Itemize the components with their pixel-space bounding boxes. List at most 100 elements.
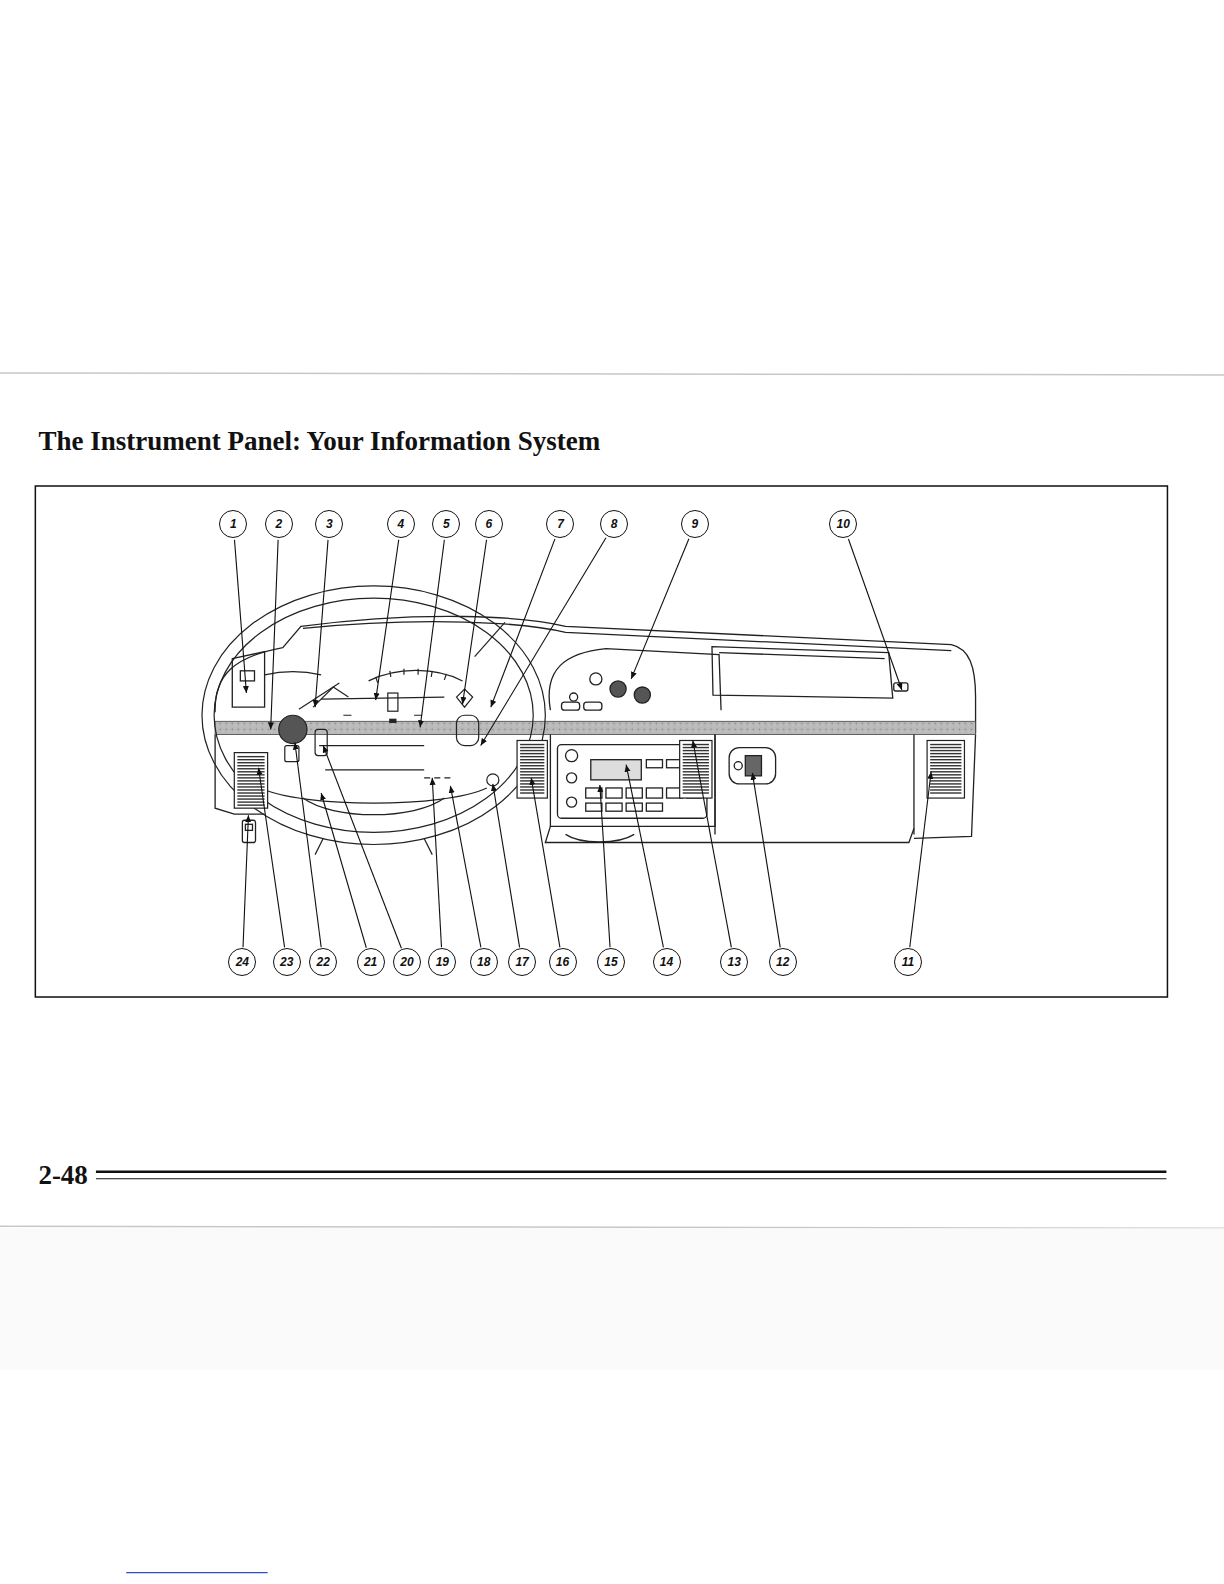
vent-slat: [520, 777, 544, 778]
vent-slat: [930, 780, 961, 781]
vent-slat: [237, 786, 264, 787]
callout-number: 12: [769, 948, 797, 976]
callout-number: 6: [475, 510, 503, 538]
rule-line: [96, 1170, 1166, 1173]
callout-number: 8: [600, 510, 628, 538]
callout-number: 19: [428, 948, 456, 976]
air-vent: [517, 740, 547, 798]
callout-number: 9: [681, 510, 709, 538]
vent-slat: [520, 768, 544, 769]
callout-text: 3: [326, 518, 333, 530]
leader-line: [600, 785, 610, 947]
vent-slat: [520, 762, 544, 763]
vent-slat: [930, 747, 961, 748]
callout-number: 23: [273, 948, 301, 976]
callout-number: 16: [549, 948, 577, 976]
leader-line: [234, 540, 246, 693]
callout-number: 18: [470, 948, 498, 976]
rule-line: [96, 1178, 1166, 1179]
callout-text: 13: [728, 956, 741, 968]
vent-slat: [930, 753, 961, 754]
vent-slat: [683, 771, 709, 772]
vent-slat: [683, 774, 709, 775]
callout-number: 11: [894, 948, 922, 976]
vent-slat: [930, 759, 961, 760]
vent-slat: [237, 771, 264, 772]
callout-number: 22: [309, 948, 337, 976]
callout-text: 12: [776, 956, 789, 968]
vent-slat: [930, 774, 961, 775]
callout-text: 8: [611, 518, 618, 530]
leader-line: [450, 786, 480, 947]
vent-slat: [237, 789, 264, 790]
leader-line: [420, 540, 444, 728]
vent-slat: [237, 765, 264, 766]
vent-slat: [520, 744, 544, 745]
vent-slat: [683, 792, 709, 793]
vent-slat: [237, 762, 264, 763]
leader-line: [848, 539, 901, 690]
callout-number: 10: [829, 510, 857, 538]
vent-slat: [683, 777, 709, 778]
callout-number: 15: [597, 948, 625, 976]
leader-line: [493, 784, 520, 947]
callout-number: 13: [720, 948, 748, 976]
vent-slat: [683, 789, 709, 790]
vent-slat: [520, 789, 544, 790]
callout-number: 20: [393, 948, 421, 976]
page-edge: [0, 1226, 1224, 1228]
vent-slat: [520, 771, 544, 772]
vent-slat: [520, 747, 544, 748]
air-vent: [234, 753, 267, 809]
air-vent: [927, 740, 964, 798]
vent-slat: [520, 774, 544, 775]
callout-number: 1: [219, 510, 247, 538]
vent-slat: [520, 792, 544, 793]
vent-slat: [930, 768, 961, 769]
page-title: The Instrument Panel: Your Information S…: [38, 426, 600, 457]
vent-slat: [930, 783, 961, 784]
callout-text: 23: [280, 956, 293, 968]
leader-line: [432, 778, 441, 947]
callout-text: 17: [515, 956, 528, 968]
callout-text: 4: [398, 518, 405, 530]
page-number: 2-48: [38, 1160, 88, 1191]
vent-slat: [237, 804, 264, 805]
callout-number: 17: [508, 948, 536, 976]
callout-text: 20: [400, 956, 413, 968]
vent-slat: [683, 786, 709, 787]
vent-slat: [237, 774, 264, 775]
page-ground: [0, 1228, 1224, 1369]
figure-frame: [35, 486, 1167, 997]
vent-slat: [930, 786, 961, 787]
leader-line: [243, 815, 248, 947]
leader-line: [259, 768, 285, 948]
callout-number: 5: [432, 510, 460, 538]
dashboard: [215, 616, 975, 838]
callout-text: 18: [477, 956, 490, 968]
callout-text: 10: [837, 518, 850, 530]
vent-slat: [683, 747, 709, 748]
callout-text: 16: [556, 956, 569, 968]
vent-slat: [930, 762, 961, 763]
vent-slat: [237, 756, 264, 757]
vent-slat: [930, 765, 961, 766]
callout-text: 22: [316, 956, 329, 968]
vent-slat: [683, 762, 709, 763]
vent-slat: [237, 792, 264, 793]
link-underline: [126, 1572, 267, 1573]
callout-text: 6: [485, 518, 492, 530]
leader-line: [323, 746, 401, 949]
callout-number: 24: [228, 948, 256, 976]
callout-text: 15: [604, 956, 617, 968]
vent-slat: [237, 801, 264, 802]
vent-slat: [520, 750, 544, 751]
leader-line: [491, 539, 555, 707]
vent-slat: [683, 780, 709, 781]
vent-slat: [237, 795, 264, 796]
callout-text: 9: [691, 518, 698, 530]
callout-text: 11: [902, 956, 914, 968]
leader-line: [626, 765, 663, 948]
vent-slat: [930, 771, 961, 772]
vent-slat: [683, 750, 709, 751]
